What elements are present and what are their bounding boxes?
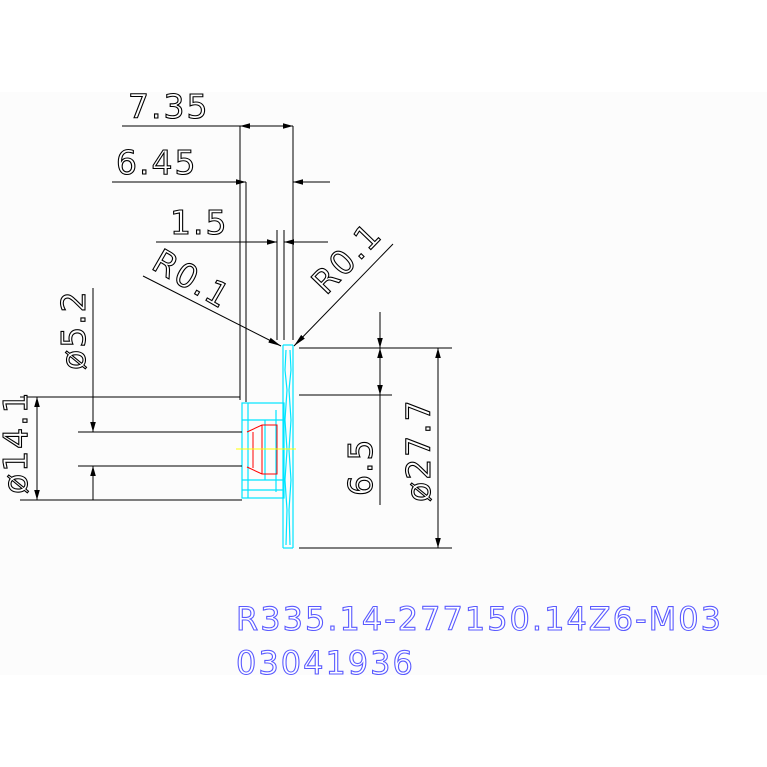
drawing-sheet xyxy=(0,92,767,675)
dim-7-35-label: 7.35 xyxy=(128,87,209,126)
dim-dia-27-7-label: ø27.7 xyxy=(399,398,438,502)
part-code: 03041936 xyxy=(236,644,415,682)
part-number: R335.14-277150.14Z6-M03 xyxy=(236,600,723,638)
dimension-lines xyxy=(20,123,452,549)
dim-r-right-label: R0.1 xyxy=(304,214,390,301)
dim-r-left-label: R0.1 xyxy=(146,241,238,316)
dim-dia-5-2-label: ø5.2 xyxy=(54,289,93,370)
part-outline xyxy=(241,344,294,549)
dim-dia-14-1-label: ø14.1 xyxy=(0,390,35,494)
dim-6-45-label: 6.45 xyxy=(116,143,197,182)
dim-6-5-label: 6.5 xyxy=(341,438,380,496)
dim-1-5-label: 1.5 xyxy=(170,203,228,242)
